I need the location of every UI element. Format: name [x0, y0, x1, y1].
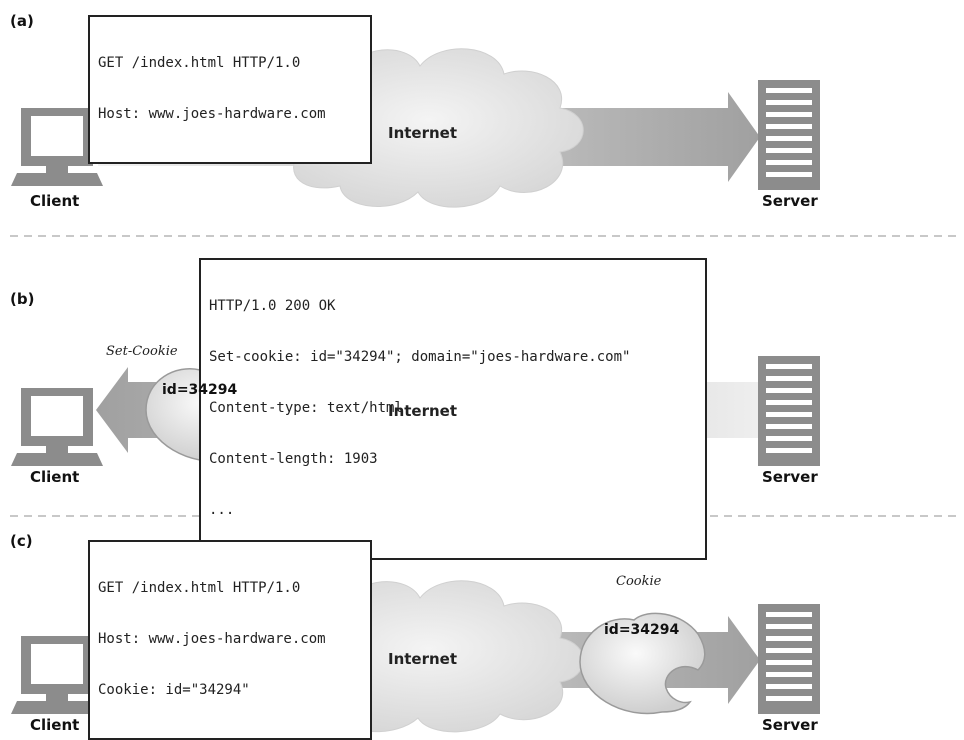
- panel-c-request-line: Cookie: id="34294": [98, 682, 250, 698]
- panel-b-response-line: Content-length: 1903: [209, 451, 378, 467]
- server-icon-c: [758, 604, 820, 714]
- panel-c-request-line: GET /index.html HTTP/1.0: [98, 580, 301, 596]
- panel-c-client-label: Client: [30, 716, 80, 734]
- panel-b-client-label: Client: [30, 468, 80, 486]
- panel-b-internet-label: Internet: [388, 402, 458, 420]
- panel-a-client-label: Client: [30, 192, 80, 210]
- client-computer-icon-c: [11, 636, 103, 714]
- panel-b-server-label: Server: [762, 468, 818, 486]
- panel-b-set-cookie-tag: Set-Cookie: [106, 344, 178, 359]
- panel-a-label: (a): [10, 12, 34, 30]
- panel-b-cookie-id: id=34294: [162, 382, 238, 398]
- cookie-c-icon: [579, 612, 706, 715]
- panel-c-request-box: GET /index.html HTTP/1.0 Host: www.joes-…: [88, 540, 372, 740]
- panel-c-internet-label: Internet: [388, 650, 458, 668]
- panel-b-response-box: HTTP/1.0 200 OK Set-cookie: id="34294"; …: [199, 258, 707, 560]
- panel-c-server-label: Server: [762, 716, 818, 734]
- panel-a-request-line: GET /index.html HTTP/1.0: [98, 55, 301, 71]
- client-computer-icon-a: [11, 108, 103, 186]
- panel-c-label: (c): [10, 532, 33, 550]
- panel-b-label: (b): [10, 290, 35, 308]
- panel-a-internet-label: Internet: [388, 124, 458, 142]
- panel-a-request-box: GET /index.html HTTP/1.0 Host: www.joes-…: [88, 15, 372, 164]
- panel-a-server-label: Server: [762, 192, 818, 210]
- client-computer-icon-b: [11, 388, 103, 466]
- server-icon-a: [758, 80, 820, 190]
- panel-c-cookie-id: id=34294: [604, 622, 680, 638]
- panel-c-cookie-tag: Cookie: [616, 574, 662, 589]
- panel-b-response-line: Content-type: text/html: [209, 400, 403, 416]
- panel-b-response-line: Set-cookie: id="34294"; domain="joes-har…: [209, 349, 631, 365]
- panel-b-response-line: ...: [209, 502, 235, 518]
- panel-b-response-line: HTTP/1.0 200 OK: [209, 298, 336, 314]
- panel-a-request-line: Host: www.joes-hardware.com: [98, 106, 326, 122]
- panel-c-request-line: Host: www.joes-hardware.com: [98, 631, 326, 647]
- server-icon-b: [758, 356, 820, 466]
